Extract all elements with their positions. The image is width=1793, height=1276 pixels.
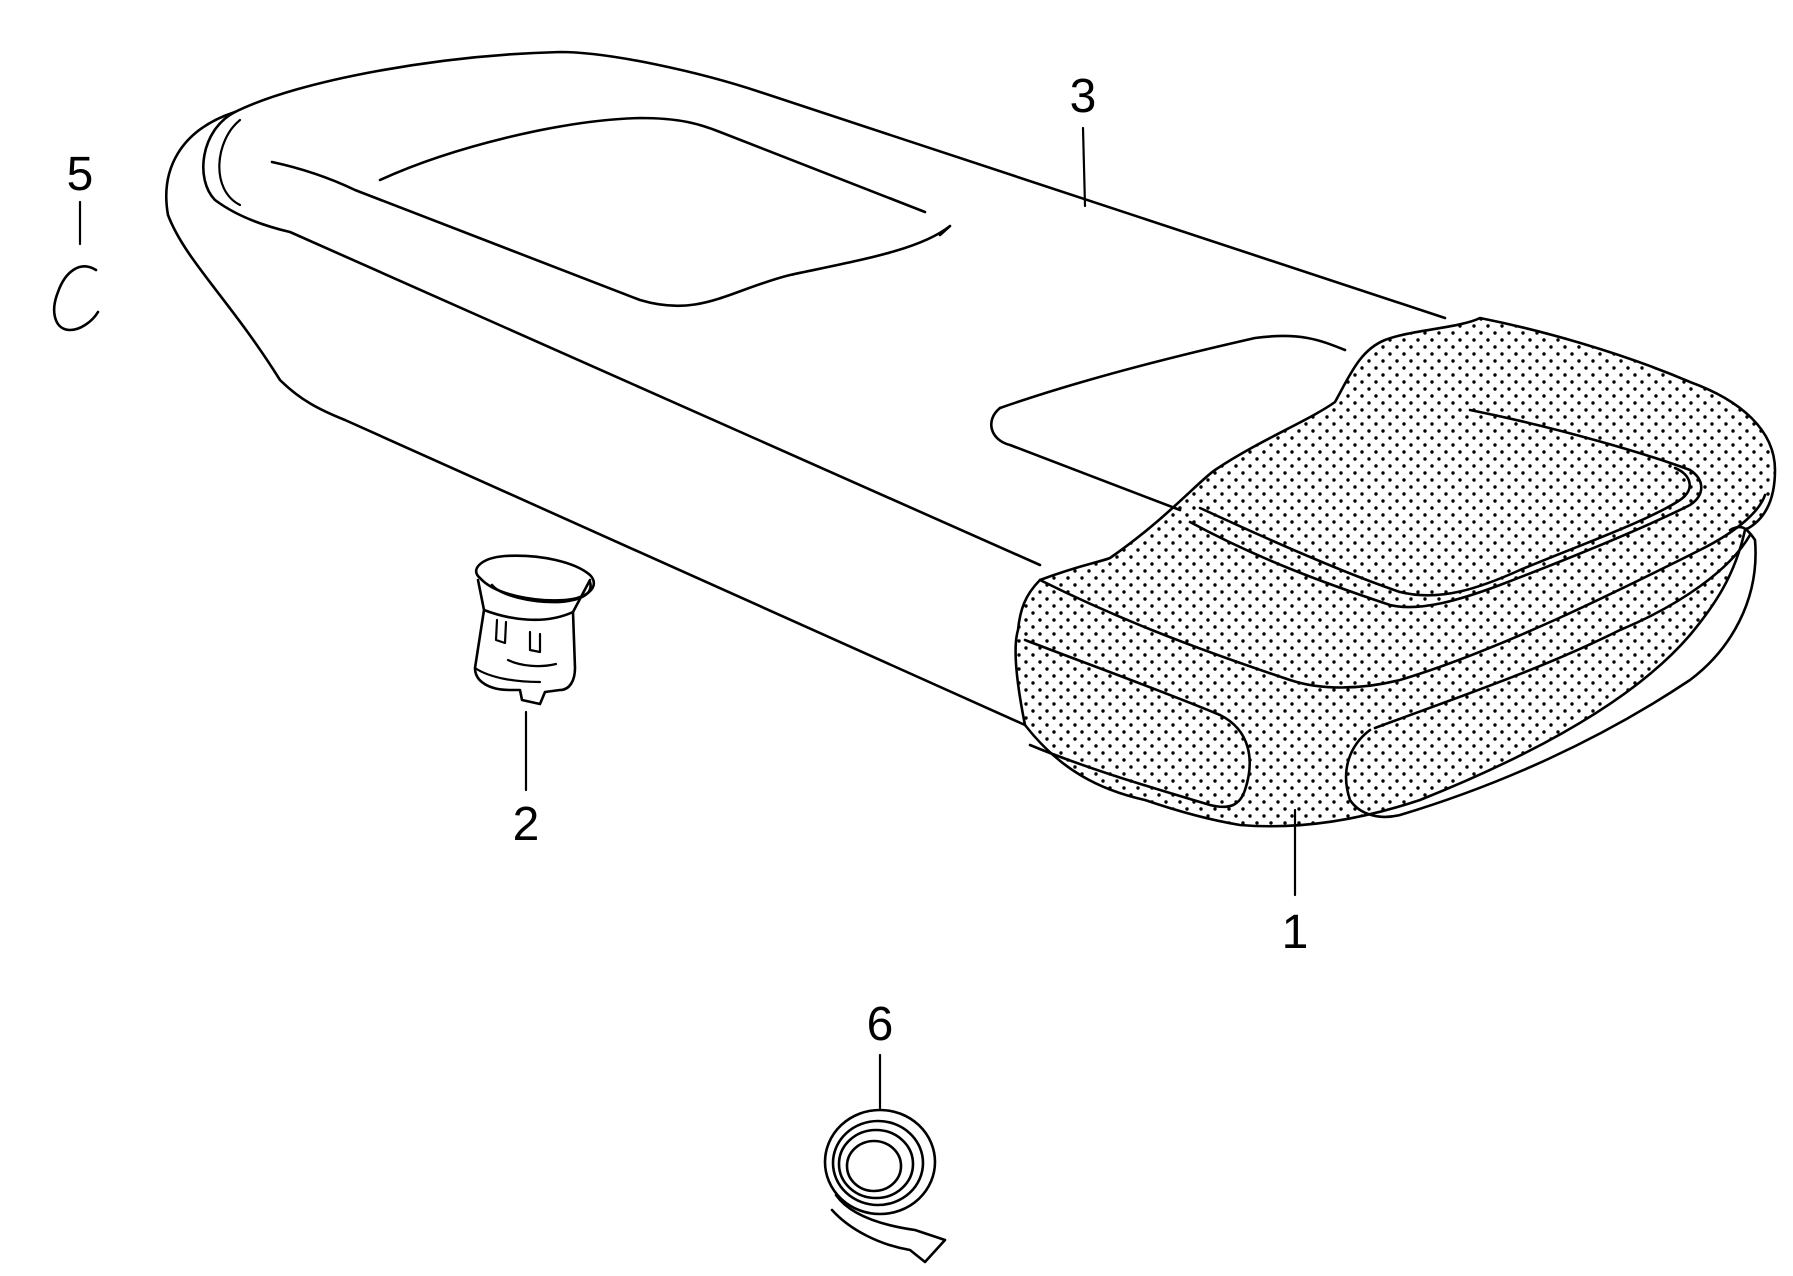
callout-5: 5 [67, 148, 94, 201]
foam-pad [1014, 316, 1777, 897]
seat-cover [165, 50, 1447, 727]
clip [473, 554, 596, 792]
retaining-ring [53, 200, 100, 332]
callout-6: 6 [867, 998, 894, 1051]
callout-3: 3 [1070, 70, 1097, 123]
callout-1: 1 [1282, 906, 1309, 959]
callout-2: 2 [513, 798, 540, 851]
adhesive-tape-roll [823, 1053, 947, 1264]
